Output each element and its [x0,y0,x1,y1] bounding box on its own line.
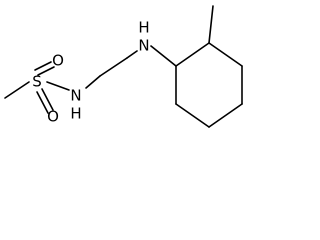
sulfur-atom-label: S [32,73,42,91]
bond-nitrogen-ch2 [85,75,101,89]
bond-sulfur-oxygen-bottom-b [41,88,54,111]
bond-sulfur-oxygen-top-b [37,66,55,76]
sulfonamide-nitrogen-label: N [70,87,81,105]
ring-bond-1 [175,42,210,67]
ring-bond-2 [208,42,243,67]
bond-nitrogen-ring [150,45,177,67]
ring-bond-5 [175,103,210,128]
chemical-structure-diagram: S O O N H N H [4,5,243,128]
bond-ring-methyl [208,5,214,44]
bond-sulfur-nitrogen [46,81,70,91]
bond-ch2-ch2 [99,57,128,77]
bond-sulfur-oxygen-bottom-a [36,91,49,114]
oxygen-bottom-atom-label: O [47,108,59,126]
amine-nitrogen-label: N [138,37,149,55]
amine-hydrogen-label: H [138,19,149,37]
sulfonamide-hydrogen-label: H [70,105,81,123]
bond-ch2-nitrogen [126,50,138,59]
oxygen-top-atom-label: O [52,52,64,70]
ring-bond-4 [208,103,243,128]
bond-methyl-sulfur [4,81,30,99]
bond-sulfur-oxygen-top-a [34,61,52,71]
